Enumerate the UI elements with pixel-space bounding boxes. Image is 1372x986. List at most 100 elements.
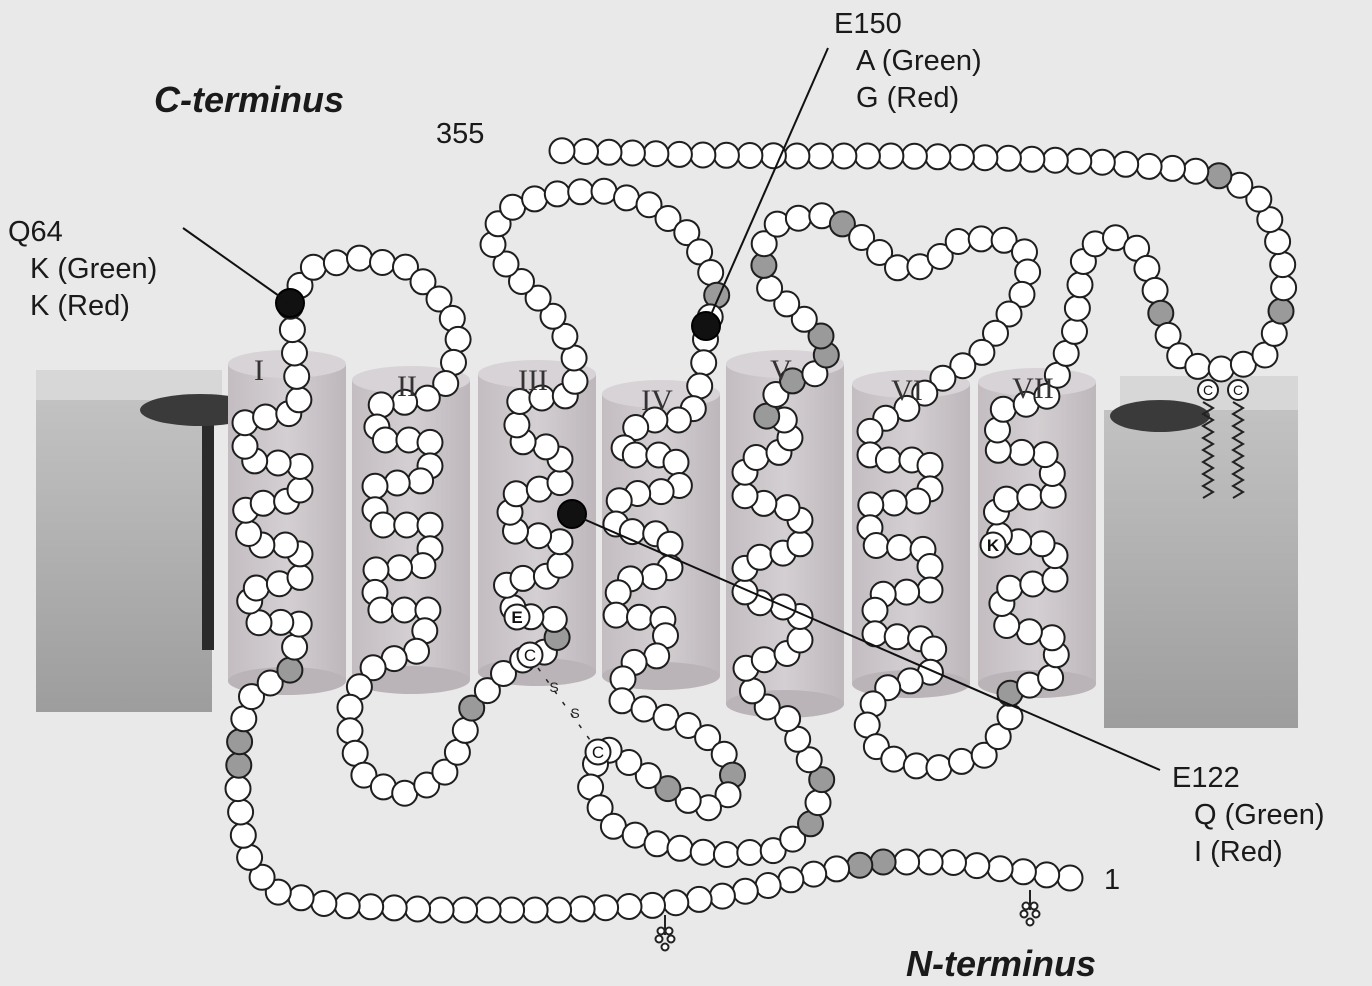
residue — [244, 576, 269, 601]
key-residue-q64 — [276, 289, 304, 317]
residue — [418, 430, 443, 455]
residue — [668, 836, 693, 861]
residue — [645, 831, 670, 856]
svg-text:C: C — [1233, 382, 1243, 398]
residue — [885, 624, 910, 649]
residue — [918, 850, 943, 875]
residue — [786, 206, 811, 231]
residue — [288, 454, 313, 479]
site-e122-green: Q (Green) — [1172, 801, 1325, 830]
cysteine-residue-1: C — [518, 643, 543, 668]
residue — [1034, 862, 1059, 887]
residue — [394, 513, 419, 538]
residue — [548, 470, 573, 495]
residue — [522, 186, 547, 211]
residue — [801, 862, 826, 887]
residue — [788, 628, 813, 653]
residue — [1062, 319, 1087, 344]
residue — [918, 578, 943, 603]
residue — [231, 823, 256, 848]
residue — [392, 598, 417, 623]
sulfur-label: S — [549, 679, 558, 695]
residue — [410, 553, 435, 578]
residue — [1040, 625, 1065, 650]
site-e122-annotation: E122 Q (Green) I (Red) — [1172, 764, 1325, 867]
residue — [824, 856, 849, 881]
residue — [504, 412, 529, 437]
residue — [747, 545, 772, 570]
residue — [592, 179, 617, 204]
residue — [1160, 156, 1185, 181]
residue — [667, 142, 692, 167]
residue — [904, 753, 929, 778]
residue — [476, 898, 501, 923]
cysteine-residue-2: C — [586, 740, 611, 765]
residue — [324, 250, 349, 275]
residue — [568, 179, 593, 204]
residue — [691, 840, 716, 865]
residue — [446, 327, 471, 352]
residue — [994, 613, 1019, 638]
residue — [710, 884, 735, 909]
residue — [282, 635, 307, 660]
residue — [338, 718, 363, 743]
residue — [370, 250, 395, 275]
residue — [546, 898, 571, 923]
residue — [964, 853, 989, 878]
residue — [253, 405, 278, 430]
n-terminus-label: N-terminus — [906, 946, 1096, 982]
callout-line-q64 — [183, 228, 289, 303]
residue — [878, 144, 903, 169]
residue — [1137, 154, 1162, 179]
helix-numeral-6: VI — [891, 374, 923, 407]
residue — [368, 598, 393, 623]
residue — [548, 553, 573, 578]
helix-numeral-2: II — [397, 370, 417, 403]
residue — [266, 451, 291, 476]
site-e150-green: A (Green) — [834, 47, 982, 76]
residue — [740, 678, 765, 703]
membrane-right — [1104, 376, 1298, 728]
residue — [864, 533, 889, 558]
residue — [1209, 357, 1234, 382]
helix-numeral-3: III — [518, 364, 548, 397]
residue — [1017, 485, 1042, 510]
residue — [311, 891, 336, 916]
site-e122-red: I (Red) — [1172, 838, 1325, 867]
residue — [737, 840, 762, 865]
residue — [382, 895, 407, 920]
residue — [1271, 275, 1296, 300]
residue-variant — [1269, 299, 1294, 324]
residue — [946, 229, 971, 254]
residue — [691, 350, 716, 375]
residue — [778, 867, 803, 892]
residue — [1017, 619, 1042, 644]
residue — [301, 255, 326, 280]
residue — [228, 800, 253, 825]
residue — [1015, 260, 1040, 285]
residue — [641, 564, 666, 589]
residue — [338, 695, 363, 720]
residue — [251, 491, 276, 516]
site-e150-annotation: E150 A (Green) G (Red) — [834, 10, 982, 113]
residue — [969, 226, 994, 251]
glycosylation-mark-2 — [1021, 890, 1040, 926]
residue — [664, 450, 689, 475]
site-q64-green: K (Green) — [8, 255, 157, 284]
residue — [415, 386, 440, 411]
residue — [643, 141, 668, 166]
residue-variant — [1206, 163, 1231, 188]
residue — [831, 144, 856, 169]
residue — [894, 580, 919, 605]
residue — [1185, 354, 1210, 379]
residue — [788, 531, 813, 556]
residue — [542, 607, 567, 632]
residue-variant — [1148, 301, 1173, 326]
residue — [687, 374, 712, 399]
residue — [698, 260, 723, 285]
residue — [289, 885, 314, 910]
residue — [526, 523, 551, 548]
residue — [1270, 252, 1295, 277]
residue — [236, 521, 261, 546]
residue — [855, 144, 880, 169]
